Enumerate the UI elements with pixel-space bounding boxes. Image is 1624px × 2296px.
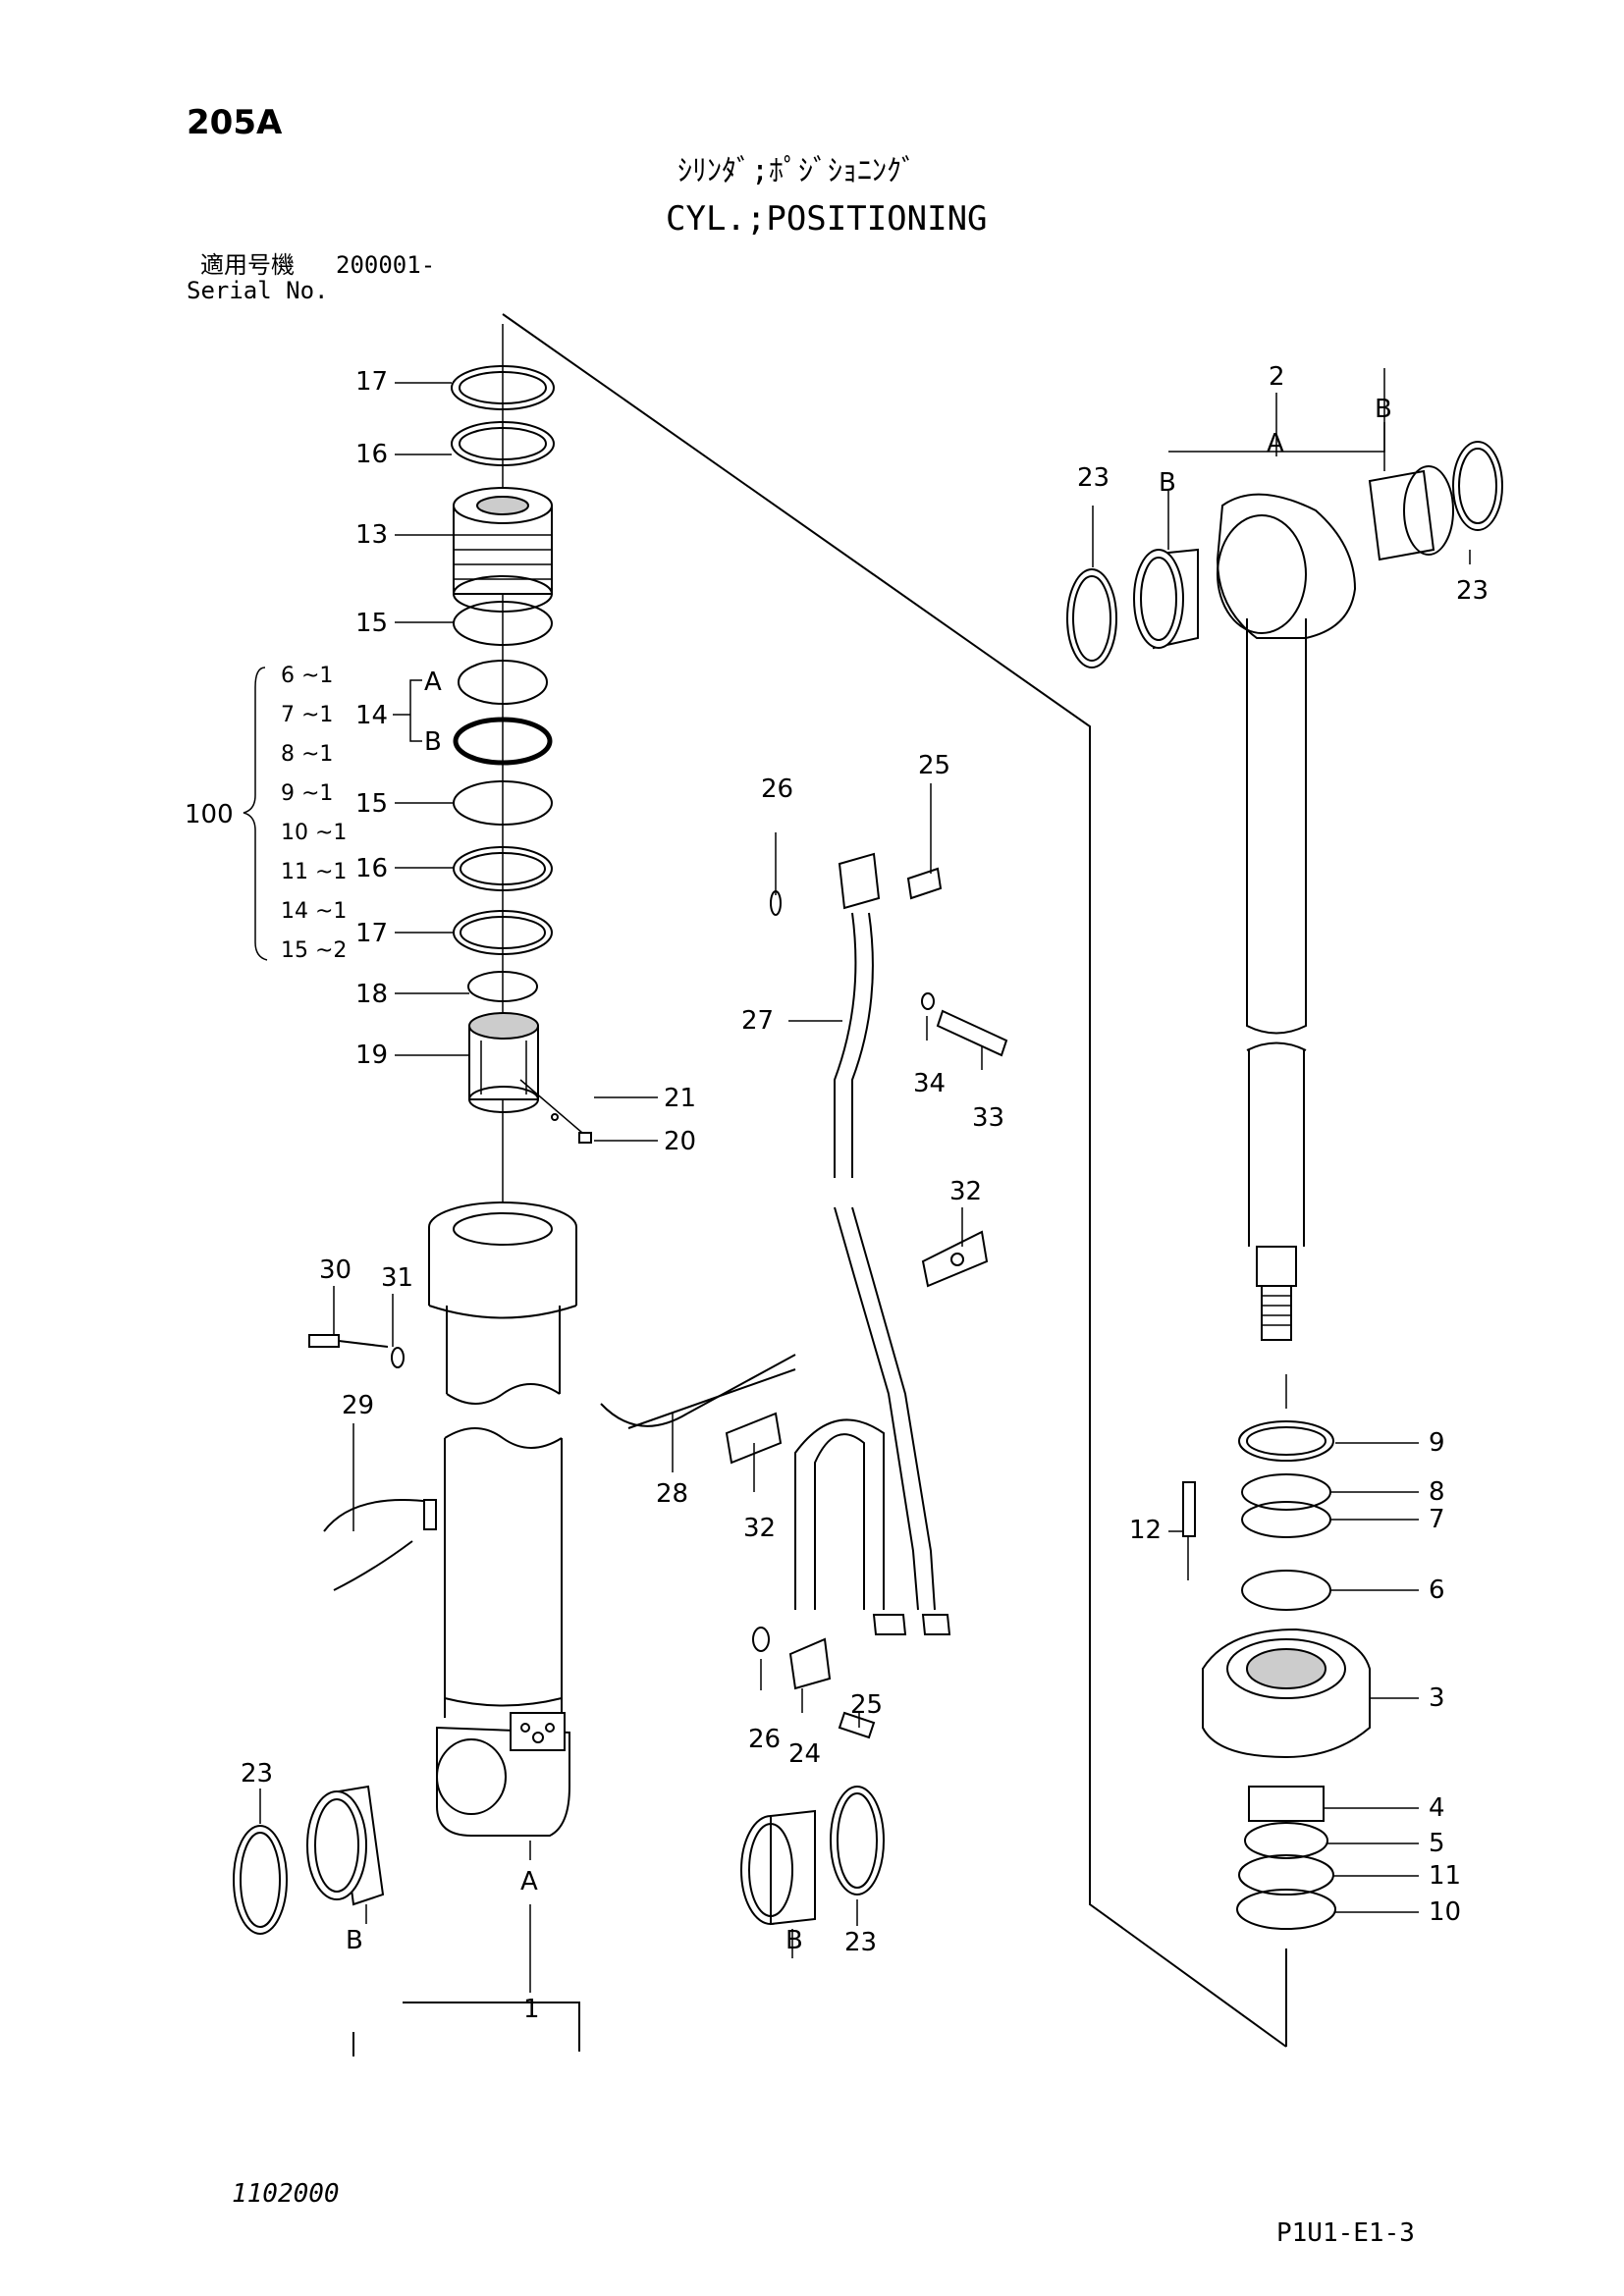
serial-value: 200001- — [336, 251, 436, 279]
leader-lines — [243, 368, 1471, 1993]
callout-1: 1 — [523, 1995, 540, 2024]
callout-25b: 25 — [850, 1690, 883, 1720]
assembly-guide-lines — [352, 313, 1287, 2056]
piston-rod — [1216, 493, 1357, 1409]
kit-item: 9 ~1 — [281, 781, 333, 806]
callout-16b: 16 — [355, 854, 388, 883]
title-english: CYL.;POSITIONING — [666, 199, 988, 239]
callout-B-lower-right: B — [785, 1926, 803, 1955]
callout-30: 30 — [319, 1255, 352, 1285]
callout-2: 2 — [1269, 362, 1285, 392]
callout-17a: 17 — [355, 367, 388, 397]
callout-8: 8 — [1429, 1477, 1445, 1507]
callout-10: 10 — [1429, 1897, 1461, 1927]
callout-23c: 23 — [1077, 463, 1110, 493]
callout-14: 14 — [355, 701, 388, 730]
callout-A-lower: A — [520, 1867, 538, 1896]
callout-17b: 17 — [355, 919, 388, 948]
callout-24: 24 — [788, 1739, 821, 1769]
footer-code-left: 1102000 — [232, 2179, 340, 2209]
footer-code-right: P1U1-E1-3 — [1276, 2218, 1415, 2248]
callout-25a: 25 — [918, 751, 950, 780]
kit-item: 6 ~1 — [281, 664, 333, 688]
callout-12: 12 — [1129, 1516, 1162, 1545]
callout-14-B: B — [424, 727, 442, 757]
callout-B-upper-left: B — [1159, 468, 1176, 498]
callout-32b: 32 — [743, 1514, 776, 1543]
piston-seal-stack — [451, 324, 592, 1144]
page-code: 205A — [187, 103, 283, 142]
callout-6: 6 — [1429, 1575, 1445, 1605]
callout-20: 20 — [664, 1127, 696, 1156]
callout-7: 7 — [1429, 1505, 1445, 1534]
callout-15a: 15 — [355, 609, 388, 638]
serial-label-en: Serial No. — [187, 277, 329, 304]
kit-item: 7 ~1 — [281, 703, 333, 727]
callout-26b: 26 — [748, 1725, 781, 1754]
callout-14-A: A — [424, 667, 442, 697]
callout-19: 19 — [355, 1041, 388, 1070]
callout-31: 31 — [381, 1263, 413, 1293]
callout-21: 21 — [664, 1084, 696, 1113]
callout-A-upper: A — [1267, 429, 1284, 458]
callout-23d: 23 — [1456, 576, 1489, 606]
callout-5: 5 — [1429, 1829, 1445, 1858]
callout-100: 100 — [185, 800, 234, 829]
rod-seal-stack — [1182, 1420, 1371, 1930]
piston — [453, 487, 553, 613]
pipe-clamps — [323, 1230, 989, 1591]
callout-16a: 16 — [355, 440, 388, 469]
kit-item: 15 ~2 — [281, 938, 347, 963]
pin-bushings-lower — [233, 1785, 885, 1935]
kit-item: 8 ~1 — [281, 742, 333, 767]
callout-9: 9 — [1429, 1428, 1445, 1458]
callout-34: 34 — [913, 1069, 946, 1098]
callout-11: 11 — [1429, 1861, 1461, 1891]
callout-33: 33 — [972, 1103, 1004, 1133]
callout-28: 28 — [656, 1479, 688, 1509]
callout-B-lower-left: B — [346, 1926, 363, 1955]
title-japanese: ｼﾘﾝﾀﾞ;ﾎﾟｼﾞｼｮﾆﾝｸﾞ — [677, 154, 917, 188]
serial-label-jp: 適用号機 — [200, 251, 295, 279]
callout-23a: 23 — [241, 1759, 273, 1789]
callout-3: 3 — [1429, 1683, 1445, 1713]
callout-13: 13 — [355, 520, 388, 550]
callout-18: 18 — [355, 980, 388, 1009]
kit-item: 10 ~1 — [281, 821, 347, 845]
kit-item: 11 ~1 — [281, 860, 347, 884]
callout-26a: 26 — [761, 774, 793, 804]
kit-item: 14 ~1 — [281, 899, 347, 924]
callout-23b: 23 — [844, 1928, 877, 1957]
locking-nut — [468, 1012, 539, 1113]
callout-27: 27 — [741, 1006, 774, 1036]
callout-29: 29 — [342, 1391, 374, 1420]
callout-32a: 32 — [949, 1177, 982, 1206]
callout-labels: 17 16 13 15 14 A B 15 16 17 18 19 21 20 … — [185, 362, 1489, 2024]
rod-end-bushings — [1066, 441, 1503, 668]
seal-kit-list: 6 ~1 7 ~1 8 ~1 9 ~1 10 ~1 11 ~1 14 ~1 15… — [281, 664, 347, 963]
callout-15b: 15 — [355, 789, 388, 819]
hydraulic-hose — [752, 852, 1008, 1739]
callout-B-upper-right: B — [1375, 395, 1392, 424]
callout-4: 4 — [1429, 1793, 1445, 1823]
cylinder-tube — [428, 1129, 577, 1837]
clamp-bolts — [308, 1334, 405, 1368]
